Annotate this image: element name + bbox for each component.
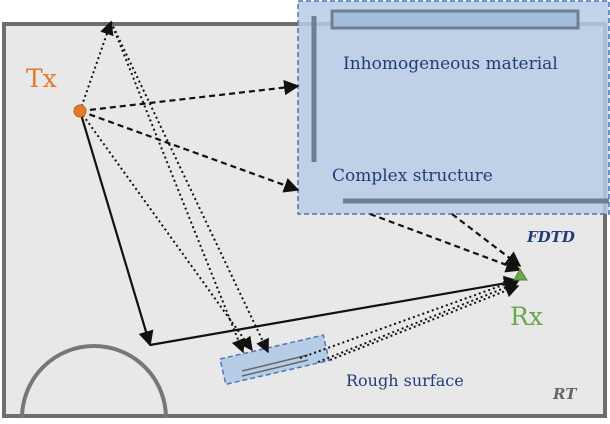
solid-ray-path (78, 110, 154, 347)
dotted-ray (79, 20, 114, 112)
dotted-ray (317, 281, 519, 363)
tx-antenna (73, 104, 87, 118)
rx-label: Rx (510, 302, 543, 331)
complex-structure-label: Complex structure (332, 166, 493, 186)
rx-antenna (513, 268, 528, 281)
dashed-ray (79, 109, 300, 193)
solid-ray-path (149, 275, 520, 347)
rough-surface-line (241, 359, 309, 377)
dotted-ray (329, 284, 520, 361)
inhomogeneous-slab (330, 9, 580, 30)
fdtd-label: FDTD (527, 228, 575, 246)
dotted-ray (110, 21, 269, 354)
hemisphere-obstacle (20, 344, 168, 419)
dashed-ray (79, 79, 300, 113)
fdtd-region (297, 0, 610, 215)
dashed-ray (451, 213, 522, 267)
rough-surface-label: Rough surface (346, 371, 464, 390)
dashed-ray (369, 212, 522, 273)
dotted-ray (110, 21, 245, 354)
dotted-ray (79, 110, 253, 352)
inhomogeneous-material-label: Inhomogeneous material (343, 54, 558, 74)
rt-label: RT (553, 385, 577, 403)
dotted-ray (299, 277, 519, 359)
rough-surface (219, 334, 331, 386)
rough-surface-line (241, 354, 309, 372)
tx-label: Tx (26, 64, 57, 93)
